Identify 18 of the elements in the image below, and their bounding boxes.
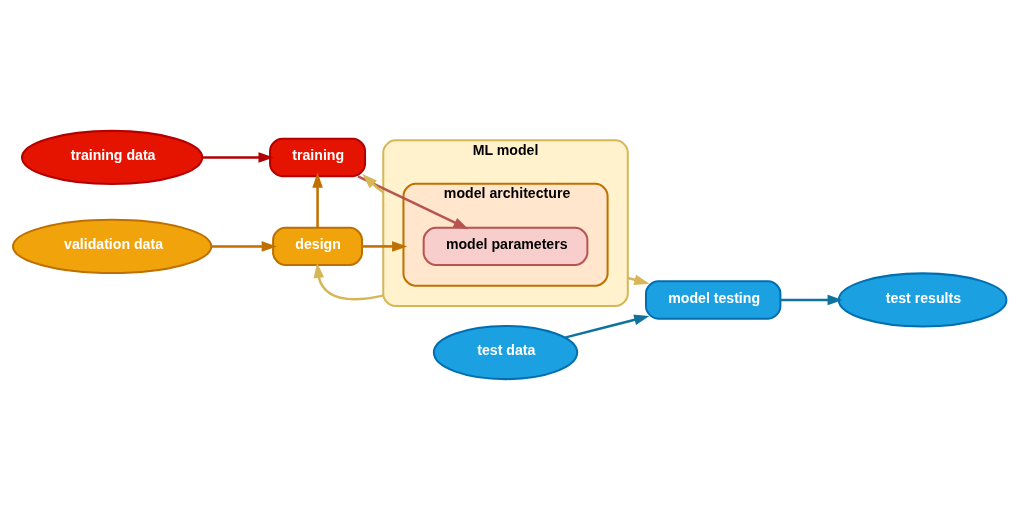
node-ellipse: validation data xyxy=(12,218,213,274)
arrow xyxy=(312,172,323,228)
arrow xyxy=(357,174,469,229)
arrow xyxy=(202,151,274,163)
arrow xyxy=(363,240,408,252)
node-ellipse: training data xyxy=(21,129,204,185)
arrow xyxy=(564,314,650,339)
arrow xyxy=(313,262,384,300)
arrow xyxy=(362,173,384,193)
node-ellipse: test results xyxy=(837,271,1008,328)
node-box: model parameters xyxy=(422,226,589,266)
node-box: design xyxy=(272,226,364,266)
node-box: model testing xyxy=(644,279,782,320)
arrow xyxy=(627,274,650,285)
arrow xyxy=(211,240,277,252)
node-box: training xyxy=(269,137,367,177)
arrow xyxy=(780,294,843,305)
node-ellipse: test data xyxy=(432,324,579,380)
